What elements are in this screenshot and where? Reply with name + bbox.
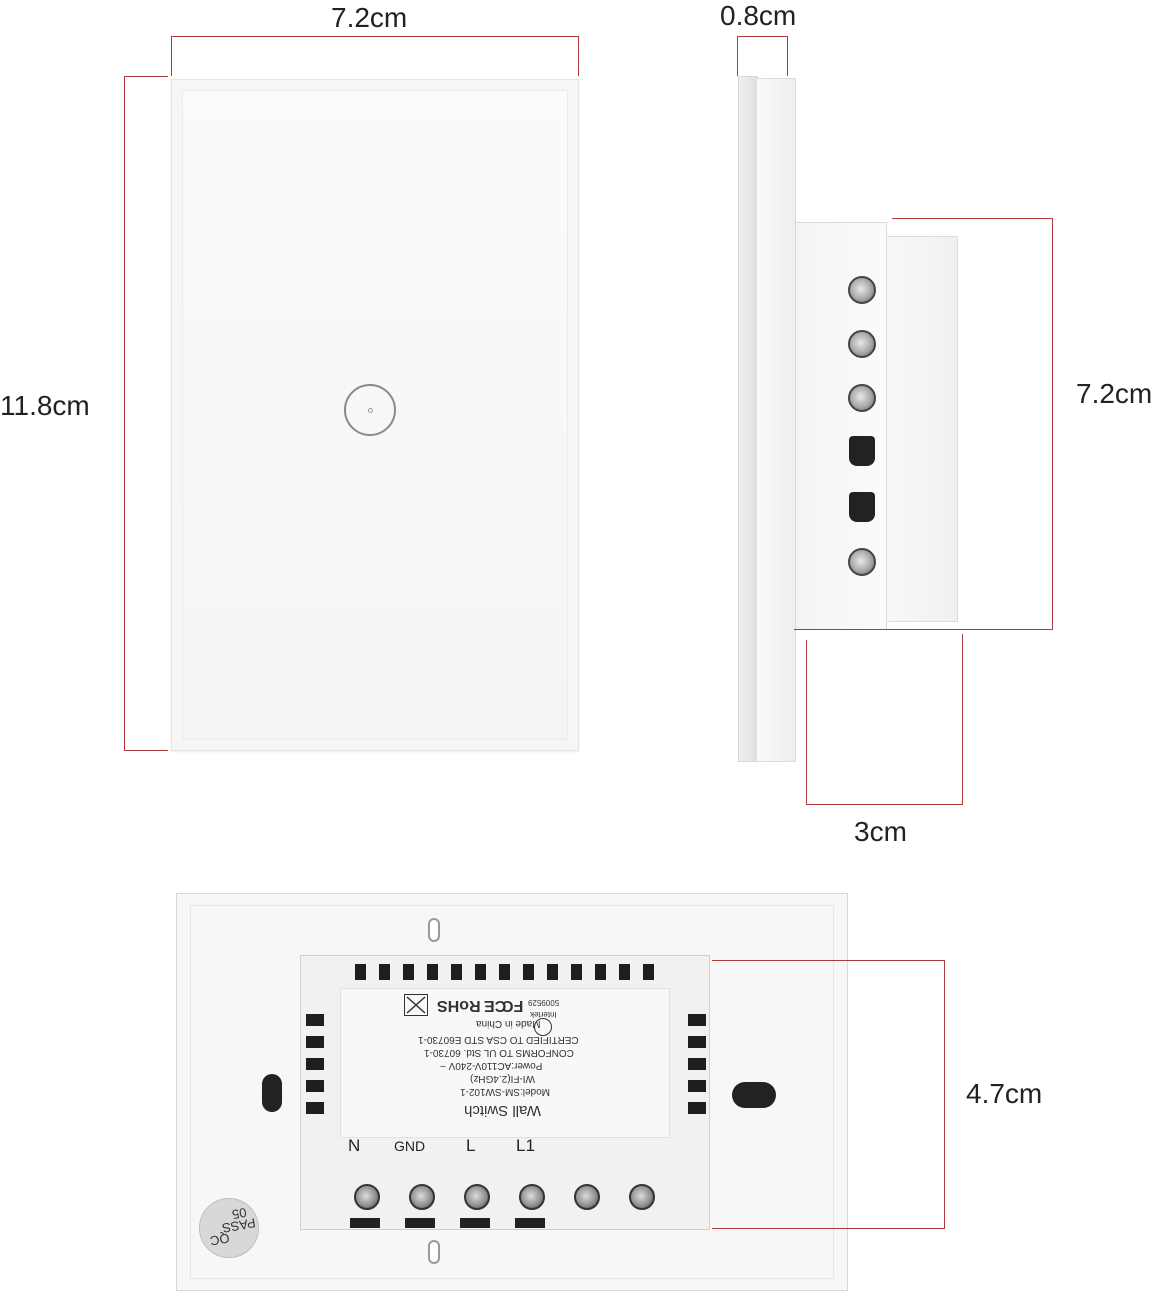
- terminal-label-n: N: [348, 1136, 361, 1155]
- module-side-vent: [688, 1102, 706, 1114]
- label-wifi: WI-FI(2.4GHz): [470, 1073, 535, 1084]
- side-box-height-tick-top: [892, 218, 1052, 219]
- module-side-vent: [306, 1102, 324, 1114]
- etl-mark-icon: [534, 1018, 552, 1036]
- side-box-height-dimension-line: [1052, 218, 1053, 630]
- side-thickness-tick-right: [787, 36, 788, 76]
- side-view-frame: [756, 78, 796, 762]
- module-side-vent: [688, 1036, 706, 1048]
- side-depth-dimension-line: [806, 804, 963, 805]
- front-width-tick-right: [578, 36, 579, 76]
- module-side-vent: [688, 1080, 706, 1092]
- mounting-slot-bottom: [428, 1240, 440, 1264]
- side-terminal-screw: [848, 384, 876, 412]
- terminal-screw-6: [629, 1184, 655, 1210]
- module-vent: [643, 964, 654, 980]
- mounting-hole-left: [262, 1074, 282, 1112]
- front-width-dimension-line: [171, 36, 579, 37]
- weee-bin-icon: [404, 994, 428, 1016]
- front-height-tick-bottom: [124, 750, 168, 751]
- side-depth-label: 3cm: [854, 816, 907, 847]
- terminal-screw-5: [574, 1184, 600, 1210]
- back-box-height-dimension-line: [944, 960, 945, 1228]
- module-vent: [595, 964, 606, 980]
- label-intertek-code: 5009529: [528, 998, 560, 1007]
- label-power: Power:AC110V-240V ~: [440, 1060, 543, 1071]
- back-plate-inner-border: [190, 905, 834, 1279]
- terminal-label-gnd: GND: [394, 1138, 426, 1154]
- side-view-module-rear: [886, 236, 958, 622]
- front-height-tick-top: [124, 76, 168, 77]
- label-conforms: CONFORMS TO UL Std. 60730-1: [424, 1047, 574, 1058]
- module-vent: [523, 964, 534, 980]
- label-ce-mark: CE: [484, 997, 507, 1014]
- terminal-slot: [405, 1218, 435, 1228]
- side-thickness-label: 0.8cm: [720, 0, 797, 31]
- back-box-height-label: 4.7cm: [966, 1078, 1043, 1109]
- front-height-dimension-line: [124, 76, 125, 750]
- terminal-screw-gnd: [409, 1184, 435, 1210]
- terminal-screw-n: [354, 1184, 380, 1210]
- module-vent: [547, 964, 558, 980]
- module-vent: [499, 964, 510, 980]
- side-terminal-screw: [848, 330, 876, 358]
- terminal-slot: [460, 1218, 490, 1228]
- module-side-vent: [688, 1058, 706, 1070]
- side-view-glass: [738, 76, 758, 762]
- module-side-vent: [688, 1014, 706, 1026]
- module-vent: [451, 964, 462, 980]
- module-side-vent: [306, 1014, 324, 1026]
- back-box-height-tick-bottom: [712, 1228, 945, 1229]
- side-terminal-screw: [848, 548, 876, 576]
- side-thickness-tick-left: [737, 36, 738, 76]
- terminal-screw-l: [464, 1184, 490, 1210]
- label-model: Model:SM-SW102-1: [460, 1086, 551, 1097]
- label-certified: CERTIFIED TO CSA STD E60730-1: [418, 1034, 579, 1045]
- touch-button-ring: [344, 384, 396, 436]
- touch-indicator-dot: [368, 408, 373, 413]
- module-vent: [355, 964, 366, 980]
- terminal-slot: [350, 1218, 380, 1228]
- product-label: [340, 988, 670, 1138]
- module-vent: [427, 964, 438, 980]
- terminal-label-l1: L1: [516, 1136, 535, 1155]
- side-terminal-slot: [849, 492, 875, 522]
- module-side-vent: [306, 1080, 324, 1092]
- module-vent: [571, 964, 582, 980]
- front-height-label: 11.8cm: [0, 390, 90, 421]
- qc-pass-sticker: [199, 1198, 259, 1258]
- side-depth-tick-right: [962, 634, 963, 805]
- module-side-vent: [306, 1036, 324, 1048]
- side-thickness-dimension-line: [737, 36, 788, 37]
- module-vent: [475, 964, 486, 980]
- label-title: Wall Switch: [464, 1102, 541, 1119]
- front-width-tick-left: [171, 36, 172, 76]
- mounting-slot-top: [428, 918, 440, 942]
- side-depth-tick-left: [806, 640, 807, 805]
- side-box-height-tick-bottom: [794, 629, 1052, 630]
- terminal-screw-l1: [519, 1184, 545, 1210]
- terminal-slot: [515, 1218, 545, 1228]
- side-terminal-screw: [848, 276, 876, 304]
- front-width-label: 7.2cm: [331, 2, 408, 33]
- label-rohs-mark: RoHS: [437, 997, 481, 1014]
- label-made-in: Made in China: [476, 1018, 541, 1029]
- module-vent: [403, 964, 414, 980]
- module-side-vent: [306, 1058, 324, 1070]
- module-vent: [379, 964, 390, 980]
- module-vent: [619, 964, 630, 980]
- mounting-hole-right: [732, 1082, 776, 1108]
- side-terminal-slot: [849, 436, 875, 466]
- qc-stamp-line3: 05: [230, 1204, 248, 1223]
- side-box-height-label: 7.2cm: [1076, 378, 1153, 409]
- terminal-label-l: L: [466, 1136, 476, 1155]
- back-box-height-tick-top: [712, 960, 945, 961]
